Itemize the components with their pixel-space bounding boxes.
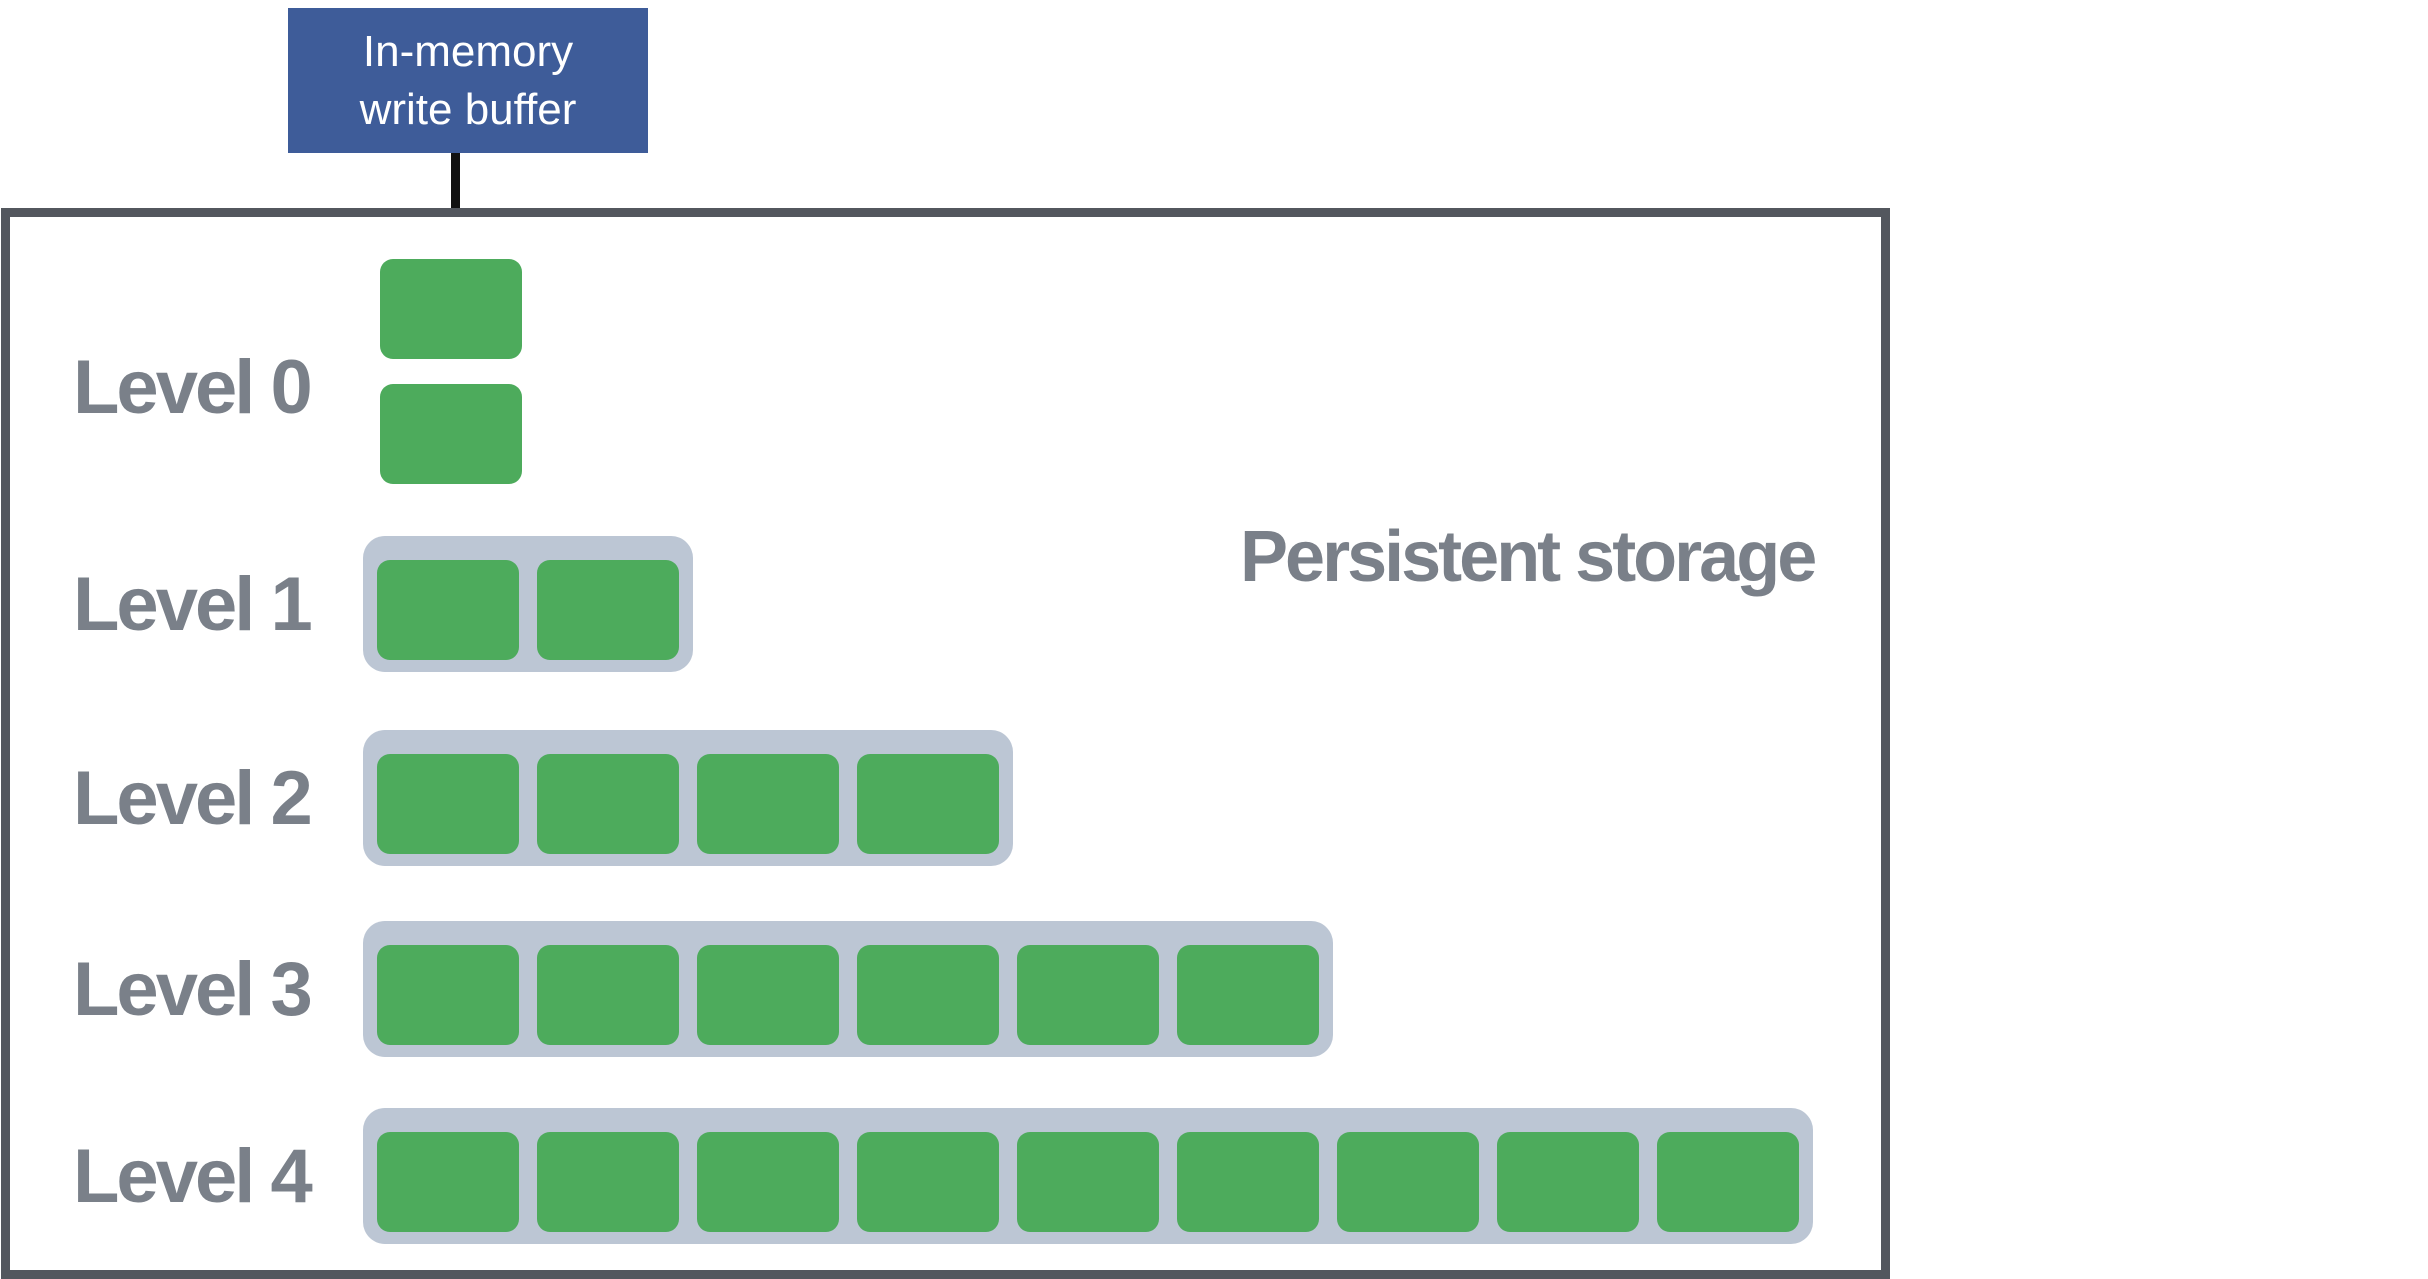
sstable-block — [1337, 1132, 1479, 1232]
level-1-run-container — [363, 536, 693, 672]
level-row-1: Level 1 — [73, 536, 693, 672]
sstable-block — [380, 258, 522, 359]
sstable-block — [1017, 945, 1159, 1045]
level-4-run-container — [363, 1108, 1813, 1244]
write-buffer-label-line2: write buffer — [359, 84, 577, 134]
sstable-block — [697, 945, 839, 1045]
sstable-block — [537, 560, 679, 660]
sstable-block — [857, 945, 999, 1045]
level-3-run-container — [363, 921, 1333, 1057]
in-memory-write-buffer-box: In-memory write buffer — [288, 8, 648, 153]
sstable-block — [377, 945, 519, 1045]
level-label-4: Level 4 — [73, 1133, 313, 1219]
level-0-block-stack — [380, 258, 522, 484]
write-buffer-label-line1: In-memory — [362, 26, 574, 76]
level-label-3: Level 3 — [73, 946, 313, 1032]
level-row-0: Level 0 — [73, 258, 522, 484]
sstable-block — [537, 1132, 679, 1232]
sstable-block — [380, 383, 522, 484]
sstable-block — [537, 754, 679, 854]
sstable-block — [1177, 1132, 1319, 1232]
sstable-block — [377, 1132, 519, 1232]
sstable-block — [697, 1132, 839, 1232]
level-2-run-container — [363, 730, 1013, 866]
sstable-block — [1657, 1132, 1799, 1232]
sstable-block — [1017, 1132, 1159, 1232]
sstable-block — [857, 1132, 999, 1232]
sstable-block — [377, 754, 519, 854]
sstable-block — [1497, 1132, 1639, 1232]
level-row-4: Level 4 — [73, 1108, 1813, 1244]
sstable-block — [377, 560, 519, 660]
level-label-2: Level 2 — [73, 755, 313, 841]
level-label-0: Level 0 — [73, 344, 313, 430]
level-row-3: Level 3 — [73, 921, 1333, 1057]
sstable-block — [537, 945, 679, 1045]
level-row-2: Level 2 — [73, 730, 1013, 866]
flush-arrow-shaft — [451, 153, 460, 235]
level-label-1: Level 1 — [73, 561, 313, 647]
sstable-block — [857, 754, 999, 854]
sstable-block — [697, 754, 839, 854]
sstable-block — [1177, 945, 1319, 1045]
persistent-storage-label: Persistent storage — [1240, 517, 1817, 597]
